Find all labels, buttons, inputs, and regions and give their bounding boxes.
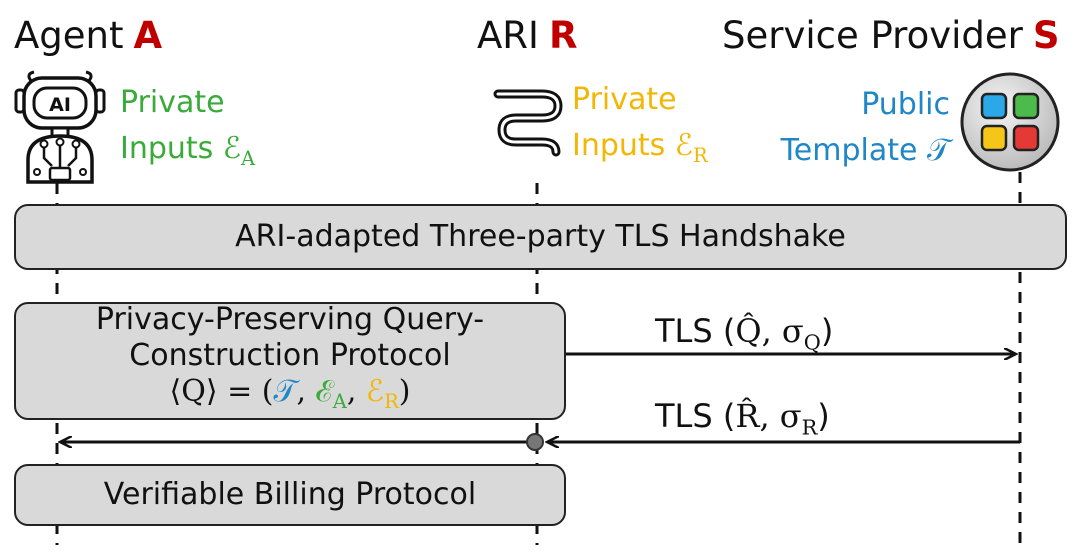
party-agent-letter: A bbox=[133, 14, 163, 57]
agent-inputs-sub: A bbox=[241, 146, 256, 170]
msg-response-close: ) bbox=[817, 397, 830, 435]
msg-query-sigma: , σ bbox=[761, 312, 804, 350]
formula-close: ) bbox=[398, 374, 411, 410]
tls-handshake-box: ARI-adapted Three-party TLS Handshake bbox=[14, 204, 1067, 270]
msg-query-q: Q̂ bbox=[735, 312, 762, 350]
ari-inputs-sub: R bbox=[693, 143, 708, 167]
msg-response-prefix: TLS ( bbox=[655, 397, 736, 435]
app-grid-icon bbox=[958, 70, 1062, 174]
query-formula: ⟨Q⟩ = (𝒯, ℰA, ℰR) bbox=[170, 374, 411, 420]
formula-lhs: ⟨Q⟩ = ( bbox=[169, 374, 274, 410]
formula-agent-inputs: ℰA bbox=[315, 374, 347, 413]
agent-inputs-line2: Inputs ℰA bbox=[120, 126, 255, 182]
party-ari-name: ARI bbox=[477, 14, 539, 57]
agent-inputs-line1: Private bbox=[120, 85, 225, 120]
msg-query-close: ) bbox=[820, 312, 834, 350]
verifiable-billing-box: Verifiable Billing Protocol bbox=[14, 464, 566, 526]
party-agent-name: Agent bbox=[14, 14, 124, 57]
party-provider-letter: S bbox=[1032, 14, 1060, 57]
provider-public-template-label: Public Template 𝒯 bbox=[770, 82, 950, 174]
party-ari-letter: R bbox=[548, 14, 578, 57]
ari-inputs-symbol: ℰ bbox=[674, 128, 694, 163]
ari-inputs-line2: Inputs ℰR bbox=[572, 123, 708, 179]
robot-agent-icon: AI bbox=[10, 70, 110, 188]
ari-relay-icon bbox=[490, 80, 570, 162]
verifiable-billing-label: Verifiable Billing Protocol bbox=[103, 477, 477, 512]
ari-inputs-word: Inputs bbox=[572, 128, 666, 163]
robot-ai-text: AI bbox=[49, 94, 71, 116]
formula-ea: ℰ bbox=[315, 374, 333, 410]
party-provider-name: Service Provider bbox=[722, 14, 1023, 57]
agent-inputs-symbol: ℰ bbox=[222, 131, 242, 166]
ari-private-inputs-label: Private Inputs ℰR bbox=[572, 77, 708, 179]
formula-er-sub: R bbox=[384, 389, 399, 413]
template-line2: Template 𝒯 bbox=[770, 128, 950, 174]
msg-query-prefix: TLS ( bbox=[655, 312, 736, 350]
formula-er: ℰ bbox=[365, 374, 385, 410]
formula-comma-1: , bbox=[296, 374, 316, 410]
template-line1: Public bbox=[861, 87, 950, 122]
tls-response-message: TLS (R̂, σR) bbox=[655, 397, 830, 439]
agent-private-inputs-label: Private Inputs ℰA bbox=[120, 80, 255, 182]
tls-handshake-label: ARI-adapted Three-party TLS Handshake bbox=[235, 219, 846, 254]
msg-query-sub: Q bbox=[803, 330, 821, 355]
formula-ea-sub: A bbox=[332, 389, 347, 413]
tls-query-message: TLS (Q̂, σQ) bbox=[655, 312, 833, 354]
formula-ari-inputs: ℰR bbox=[365, 374, 399, 413]
formula-comma-2: , bbox=[346, 374, 366, 410]
formula-template: 𝒯 bbox=[273, 374, 297, 410]
template-word: Template bbox=[780, 133, 918, 168]
msg-response-sigma: , σ bbox=[759, 397, 802, 435]
query-construction-box: Privacy-Preserving Query- Construction P… bbox=[14, 302, 566, 420]
msg-response-r: R̂ bbox=[735, 397, 760, 435]
msg-response-sub: R bbox=[801, 415, 818, 440]
query-box-line2: Construction Protocol bbox=[129, 338, 451, 374]
query-box-line1: Privacy-Preserving Query- bbox=[95, 302, 485, 338]
ari-inputs-line1: Private bbox=[572, 82, 677, 117]
agent-inputs-word: Inputs bbox=[120, 131, 214, 166]
template-symbol: 𝒯 bbox=[927, 133, 950, 168]
relay-point bbox=[526, 433, 544, 451]
